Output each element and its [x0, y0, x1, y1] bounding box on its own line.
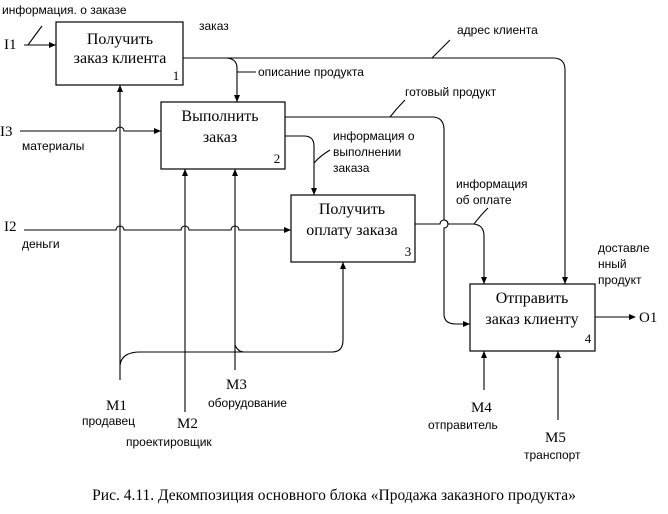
mechanism-m1-branch-arrowhead [340, 262, 346, 269]
flow-info-opl: информация об оплате [415, 177, 528, 284]
block-4-number: 4 [585, 331, 592, 346]
input-i1-label: информация. о заказе [2, 3, 127, 17]
flow-gotovy-arrowhead [463, 321, 470, 327]
flow-zakaz-label: заказ [199, 19, 229, 33]
input-i2-code: I2 [4, 219, 17, 235]
input-i3-label: материалы [22, 139, 84, 153]
mechanism-m4-arrowhead [481, 351, 487, 358]
flow-info-opl-arrowhead [481, 277, 487, 284]
block-3-line2: оплату заказа [306, 222, 398, 239]
input-i2-line [24, 225, 291, 231]
input-i2-arrowhead [284, 227, 291, 233]
mechanism-m3-join [234, 344, 245, 353]
flow-info-vyp-label-3: заказа [333, 161, 370, 175]
output-o1-label-line3: продукт [598, 273, 642, 287]
block-2-line1: Выполнить [181, 108, 258, 125]
flow-info-vyp-leader [313, 149, 331, 164]
flow-info-vyp-arrowhead [311, 188, 317, 195]
mechanism-m3: M3 оборудование [208, 169, 287, 410]
output-o1-label-line1: доставле [598, 241, 650, 255]
input-i3: I3 материалы [0, 124, 161, 153]
mechanism-m1-label: продавец [82, 414, 135, 428]
mechanism-m3-arrowhead [232, 169, 238, 176]
mechanism-m3-code: M3 [226, 377, 247, 393]
flow-adres-line [225, 57, 566, 284]
mechanism-m5-arrowhead [555, 351, 561, 358]
flow-adres-leader [431, 39, 451, 59]
output-o1: O1 доставле нный продукт [595, 241, 657, 326]
mechanism-m1-arrowhead [117, 85, 123, 92]
block-3-frame [290, 194, 416, 263]
mechanism-m2-code: M2 [177, 416, 198, 432]
mechanism-m4: M4 отправитель [428, 351, 498, 432]
output-o1-code: O1 [639, 310, 657, 326]
block-1-line1: Получить [87, 31, 153, 48]
flow-info-vyp: информация о выполнении заказа [285, 129, 415, 195]
flow-info-vyp-label-2: выполнении [333, 145, 401, 159]
mechanism-m4-code: M4 [471, 400, 492, 416]
mechanism-m4-label: отправитель [428, 418, 498, 432]
block-4: Отправить заказ клиенту 4 [469, 283, 596, 352]
block-3-line1: Получить [319, 201, 385, 218]
flow-gotovy-label: готовый продукт [405, 85, 497, 99]
flow-info-opl-label-1: информация [456, 177, 528, 191]
block-2: Выполнить заказ 2 [160, 101, 286, 170]
block-4-line1: Отправить [496, 290, 569, 307]
mechanism-m2-label: проектировщик [126, 435, 212, 449]
flow-info-opl-label-2: об оплате [456, 193, 512, 207]
flow-info-vyp-label-1: информация о [333, 129, 415, 143]
block-1-number: 1 [173, 68, 180, 83]
input-i2: I2 деньги [4, 219, 291, 251]
flow-zakaz-line [183, 57, 238, 102]
mechanism-m1: M1 продавец [82, 85, 346, 428]
flow-adres-arrowhead [562, 277, 568, 284]
mechanism-m5-code: M5 [545, 430, 566, 446]
input-i1-arrowhead [49, 42, 56, 48]
input-i1-squiggle [27, 25, 43, 46]
flow-adres: адрес клиента [225, 23, 568, 284]
block-1: Получить заказ клиента 1 [55, 21, 184, 86]
output-o1-arrowhead [629, 314, 636, 320]
flow-info-vyp-line [285, 135, 315, 195]
mechanism-m2: M2 проектировщик [126, 169, 212, 449]
block-3-number: 3 [405, 244, 412, 259]
figure-caption: Рис. 4.11. Декомпозиция основного блока … [92, 487, 576, 504]
input-i1: I1 информация. о заказе [2, 3, 127, 53]
block-1-frame [55, 21, 184, 86]
input-i1-code: I1 [4, 37, 17, 53]
mechanism-m1-branch [119, 262, 344, 366]
mechanism-m5: M5 транспорт [524, 351, 581, 462]
block-2-frame [160, 101, 286, 170]
output-o1-label-line2: нный [598, 257, 627, 271]
flow-zakaz: заказ описание продукта [183, 19, 364, 102]
flow-adres-label: адрес клиента [457, 23, 538, 37]
flow-info-opl-line [415, 219, 485, 284]
mechanism-m1-code: M1 [106, 398, 127, 414]
input-i2-label: деньги [22, 237, 60, 251]
input-i3-code: I3 [0, 124, 13, 140]
block-1-line2: заказ клиента [74, 50, 167, 67]
mechanism-m2-arrowhead [182, 169, 188, 176]
input-i3-arrowhead [154, 128, 161, 134]
block-2-number: 2 [274, 151, 281, 166]
flow-info-opl-leader [473, 207, 489, 225]
block-4-line2: заказ клиенту [485, 311, 578, 328]
flow-zakaz-arrowhead [234, 95, 240, 102]
flow-gotovy-leader [389, 99, 406, 118]
mechanism-m3-label: оборудование [208, 396, 287, 410]
block-4-frame [469, 283, 596, 352]
mechanism-m5-label: транспорт [524, 448, 581, 462]
flow-opisanie-label: описание продукта [258, 65, 364, 79]
block-3: Получить оплату заказа 3 [290, 194, 416, 263]
input-i3-line [20, 126, 161, 132]
block-2-line2: заказ [203, 129, 237, 146]
